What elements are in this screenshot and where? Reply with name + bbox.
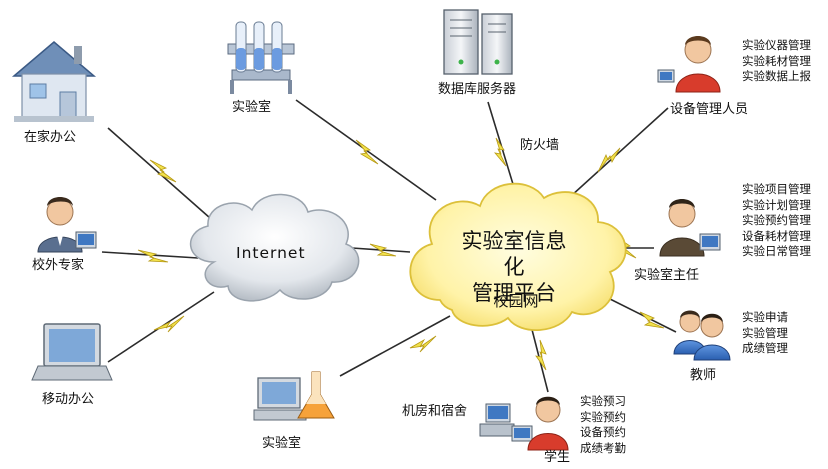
- firewall-label: 防火墙: [520, 138, 560, 153]
- lab-top-label: 实验室: [232, 100, 272, 115]
- function-item: 实验项目管理: [742, 182, 811, 196]
- expert-person-icon: [37, 197, 97, 253]
- bolt-icon: [355, 139, 379, 165]
- bolt-icon: [409, 335, 437, 353]
- bolt-icon: [535, 339, 547, 371]
- function-item: 实验耗材管理: [742, 53, 811, 68]
- laptop-icon: [31, 323, 113, 381]
- lab-computer-flask-icon: [253, 371, 335, 421]
- line-home-office: [107, 127, 211, 219]
- student-functions: 实验预习 实验预约 设备预约 成绩考勤: [580, 394, 626, 456]
- bolt-icon: [153, 315, 185, 333]
- teacher-label: 教师: [690, 368, 717, 383]
- function-item: 成绩管理: [742, 341, 788, 355]
- platform-title: 实验室信息化 管理平台: [461, 229, 567, 305]
- bolt-icon: [639, 311, 665, 329]
- function-item: 实验仪器管理: [742, 38, 811, 52]
- teacher-functions: 实验申请 实验管理 成绩管理: [742, 310, 788, 357]
- platform-subtitle: 校园网: [493, 292, 539, 310]
- teacher-persons-icon: [673, 310, 731, 361]
- home-office-label: 在家办公: [24, 130, 77, 145]
- function-item: 实验管理: [742, 325, 788, 340]
- bolt-icon: [597, 147, 621, 173]
- function-item: 实验申请: [742, 310, 788, 324]
- student-computers-icon: [479, 396, 569, 451]
- lab-director-person-icon: [659, 199, 721, 257]
- equipment-admin-person-icon: [657, 36, 721, 93]
- student-label: 学生: [544, 450, 571, 465]
- equipment-admin-functions: 实验仪器管理 实验耗材管理 实验数据上报: [742, 38, 811, 85]
- function-item: 实验预习: [580, 394, 626, 408]
- database-server-icon: [443, 9, 513, 75]
- function-item: 成绩考勤: [580, 440, 626, 455]
- bolt-icon: [493, 137, 507, 167]
- platform-cloud: [409, 182, 627, 331]
- bolt-icon: [137, 249, 169, 263]
- function-item: 设备耗材管理: [742, 228, 811, 243]
- house-icon: [11, 41, 97, 122]
- function-item: 实验日常管理: [742, 244, 811, 258]
- test-tube-rack-icon: [227, 21, 295, 94]
- internet-cloud: [190, 193, 360, 302]
- mobile-office-label: 移动办公: [42, 392, 95, 407]
- bolt-icon: [369, 243, 397, 257]
- line-lab-bottom: [339, 315, 451, 377]
- db-server-label: 数据库服务器: [438, 82, 517, 97]
- dorm-label: 机房和宿舍: [402, 404, 468, 419]
- internet-label: Internet: [236, 244, 306, 262]
- line-teacher: [599, 293, 677, 333]
- lab-director-functions: 实验项目管理 实验计划管理 实验预约管理 设备耗材管理 实验日常管理: [742, 182, 811, 260]
- function-item: 实验预约: [580, 409, 626, 424]
- function-item: 实验数据上报: [742, 69, 811, 83]
- function-item: 设备预约: [580, 425, 626, 439]
- bolt-icon: [149, 159, 177, 183]
- function-item: 实验预约管理: [742, 213, 811, 227]
- lab-director-label: 实验室主任: [634, 268, 700, 283]
- external-expert-label: 校外专家: [32, 258, 85, 273]
- lab-bottom-label: 实验室: [262, 436, 302, 451]
- equipment-admin-label: 设备管理人员: [670, 102, 749, 117]
- function-item: 实验计划管理: [742, 197, 811, 212]
